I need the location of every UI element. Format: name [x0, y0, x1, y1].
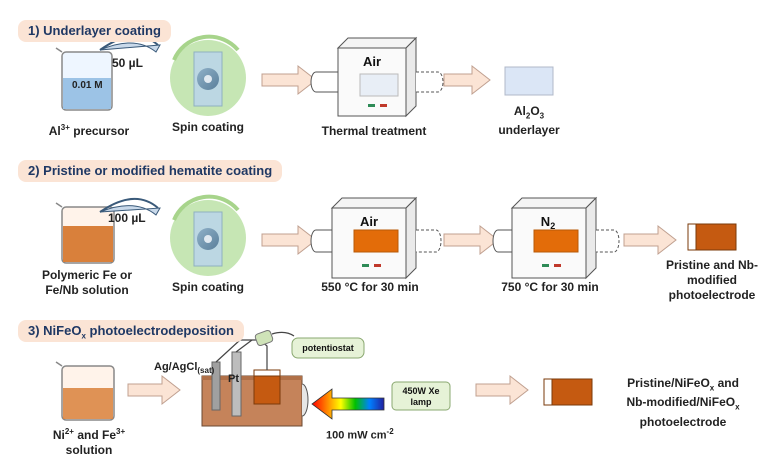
row3-photoelectrode	[543, 378, 593, 406]
light-source-arrow	[311, 388, 385, 420]
row2-spin-label: Spin coating	[172, 280, 244, 294]
potentiostat-box: potentiostat	[291, 337, 365, 359]
counter-electrode-label: Pt	[228, 373, 239, 385]
row2-arrow-3	[623, 224, 677, 256]
potentiostat-label: potentiostat	[302, 343, 354, 353]
step-2-banner: 2) Pristine or modified hematite coating	[18, 160, 283, 182]
step-3-title: 3) NiFeOx photoelectrodeposition	[28, 323, 234, 341]
light-intensity-label: 100 mW cm-2	[326, 427, 394, 442]
photoelectrochemical-cell	[201, 329, 309, 427]
row3-solution-label: Ni2+ and Fe3+ solution	[52, 427, 126, 457]
row3-beaker	[55, 361, 115, 421]
row2-photoelectrode	[687, 223, 737, 251]
row1-arrow-2	[443, 64, 491, 96]
row2-dispense-arrow	[99, 197, 161, 216]
xe-lamp-box: 450W Xe lamp	[391, 381, 451, 411]
step-2-title: 2) Pristine or modified hematite coating	[28, 163, 273, 178]
row1-volume: 50 µL	[112, 56, 143, 70]
row2-furnace1-atmosphere: Air	[360, 214, 378, 229]
row1-spin-label: Spin coating	[172, 120, 244, 134]
step-3-banner: 3) NiFeOx photoelectrodeposition	[18, 320, 244, 342]
row2-volume: 100 µL	[108, 211, 146, 225]
beaker-concentration: 0.01 M	[72, 80, 103, 91]
row2-furnace1-label: 550 °C for 30 min	[321, 280, 419, 294]
row1-arrow-1	[261, 64, 317, 96]
row1-product-label: Al2O3 underlayer	[498, 104, 560, 138]
reference-electrode-label: Ag/AgCl(sat)	[154, 361, 215, 376]
row3-arrow-2	[475, 374, 529, 406]
row2-arrow-1	[261, 224, 317, 256]
row2-spin-coater	[170, 194, 246, 276]
row2-product-label: Pristine and Nb-modified photoelectrode	[665, 258, 758, 302]
row2-solution-label: Polymeric Fe or Fe/Nb solution	[41, 268, 133, 297]
lamp-label-line1: 450W Xe	[402, 386, 439, 396]
row1-furnace: Air	[310, 36, 444, 118]
step-1-banner: 1) Underlayer coating	[18, 20, 171, 42]
row2-furnace-2: N2	[492, 196, 620, 280]
row1-beaker: 0.01 M	[55, 47, 113, 111]
row1-furnace-atmosphere: Air	[363, 54, 381, 69]
row1-precursor-label: Al3+ precursor	[48, 123, 130, 138]
row2-arrow-2	[443, 224, 499, 256]
row3-product-label: Pristine/NiFeOx and Nb-modified/NiFeOx p…	[626, 376, 740, 429]
row2-furnace2-label: 750 °C for 30 min	[501, 280, 599, 294]
step-1-title: 1) Underlayer coating	[28, 23, 161, 38]
row3-arrow-1	[127, 374, 181, 406]
row2-furnace2-atmosphere: N2	[541, 214, 555, 231]
row1-thermal-label: Thermal treatment	[321, 124, 427, 138]
row1-alumina-film	[504, 66, 554, 96]
row2-furnace-1: Air	[310, 196, 442, 280]
lamp-label-line2: lamp	[410, 397, 432, 407]
row1-spin-coater	[170, 34, 246, 116]
row2-beaker	[55, 202, 115, 264]
